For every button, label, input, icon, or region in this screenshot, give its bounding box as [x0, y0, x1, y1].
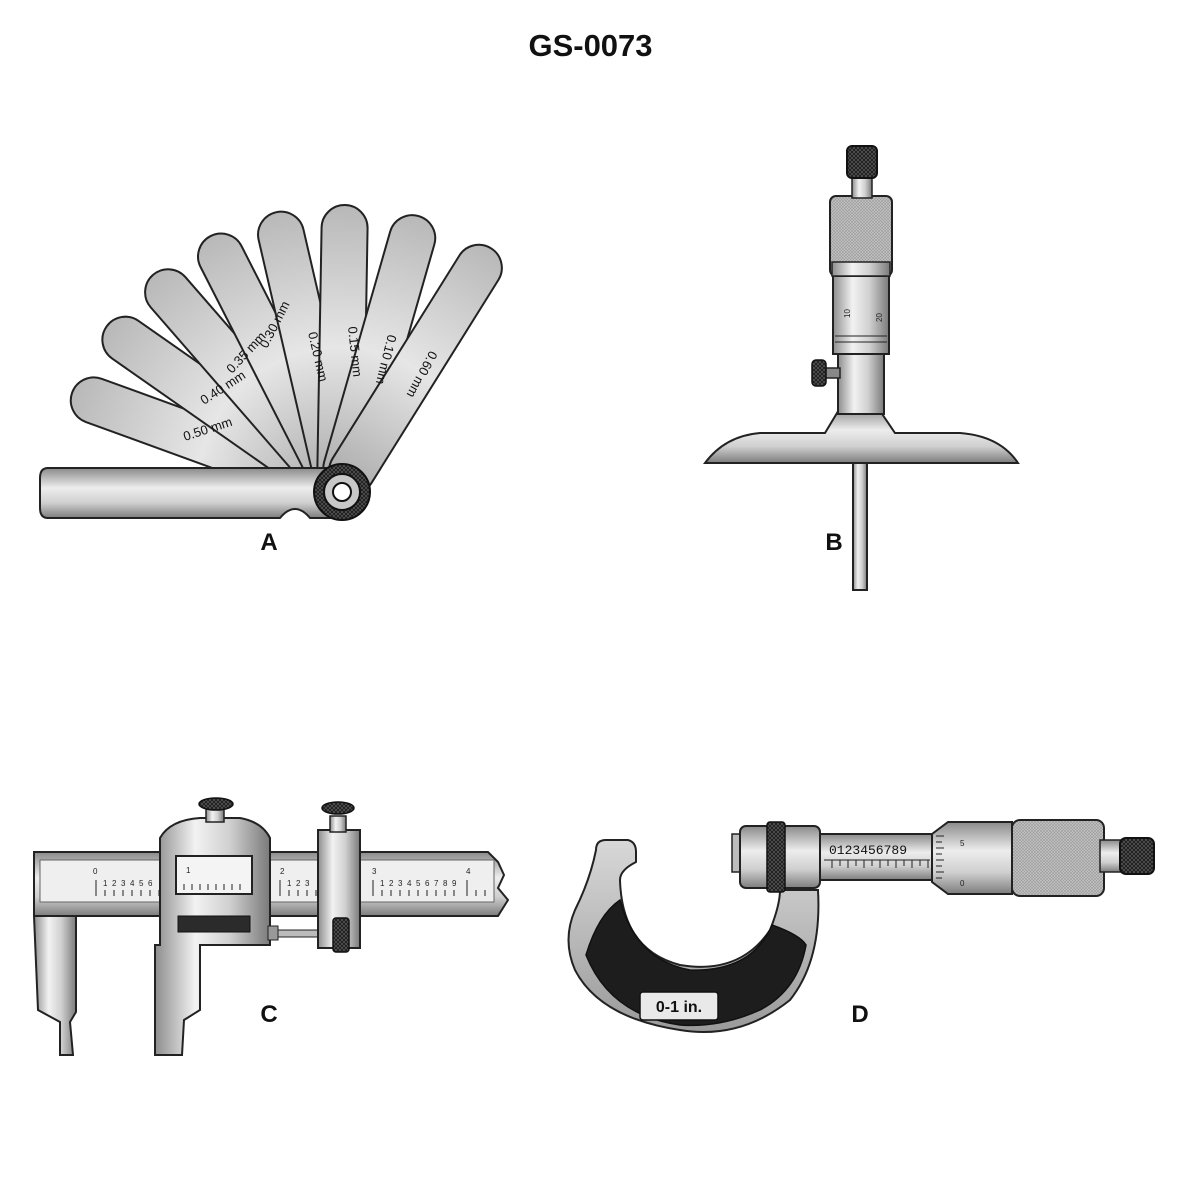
fine-adjust-wheel [332, 917, 350, 953]
feeler-gauge: 0.50 mm 0.40 mm 0.35 mm 0.30 mm 0.20 mm … [39, 204, 503, 556]
head-lock-knob [198, 797, 234, 811]
thimble-mark-0: 0 [960, 879, 965, 888]
svg-text:3: 3 [305, 879, 310, 888]
svg-text:2: 2 [296, 879, 301, 888]
frame-size-label: 0-1 in. [656, 999, 702, 1016]
thimble-mark-20: 20 [875, 313, 884, 322]
clamp-lock-knob [321, 801, 355, 815]
label-c: C [260, 1001, 277, 1028]
lock-ring [766, 821, 786, 893]
svg-text:2: 2 [389, 879, 394, 888]
svg-text:1: 1 [103, 879, 108, 888]
fixed-jaw [32, 915, 77, 1056]
svg-text:6: 6 [425, 879, 430, 888]
ratchet-knob [846, 145, 878, 179]
vernier-window [175, 855, 253, 895]
sliding-head [154, 817, 271, 1056]
svg-text:6: 6 [148, 879, 153, 888]
svg-text:1: 1 [380, 879, 385, 888]
thimble-knurl [1011, 819, 1105, 897]
minor-scale-digits: 1 2 3 4 5 6 1 2 3 1 2 3 4 5 6 7 8 9 [103, 879, 457, 888]
page-title: GS-0073 [528, 28, 653, 63]
vernier-slot [177, 915, 251, 933]
outside-micrometer: 0-1 in. 0123456789 5 0 D [567, 819, 1155, 1033]
main-scale-4: 4 [466, 867, 471, 876]
depth-rod [852, 459, 868, 591]
sleeve-scale: 0123456789 [829, 843, 907, 858]
depth-base [703, 407, 1020, 464]
frame-label-plate [639, 991, 719, 1021]
svg-text:1: 1 [287, 879, 292, 888]
label-b: B [825, 529, 842, 556]
svg-text:9: 9 [452, 879, 457, 888]
label-d: D [851, 1001, 868, 1028]
lock-screw-knob [811, 359, 827, 387]
svg-text:3: 3 [398, 879, 403, 888]
thimble-mark-5: 5 [960, 839, 965, 848]
svg-text:4: 4 [130, 879, 135, 888]
thimble-mark-10: 10 [843, 309, 852, 318]
micrometer-ratchet [1119, 837, 1155, 875]
vernier-caliper: 0 1 2 3 4 1 2 3 4 5 6 1 2 3 1 2 3 4 5 6 … [32, 797, 510, 1056]
depth-barrel [837, 351, 885, 415]
svg-text:4: 4 [407, 879, 412, 888]
feeler-gauge-handle [39, 467, 341, 519]
blade-label-015: 0.15 mm [345, 326, 365, 378]
svg-text:5: 5 [139, 879, 144, 888]
svg-text:8: 8 [443, 879, 448, 888]
svg-text:3: 3 [121, 879, 126, 888]
micrometer-sleeve [819, 833, 933, 881]
feeler-gauge-blades [69, 204, 503, 507]
micrometer-thimble [931, 821, 1013, 895]
main-scale-0: 0 [93, 867, 98, 876]
svg-text:5: 5 [416, 879, 421, 888]
depth-micrometer: 10 20 B [703, 145, 1020, 591]
svg-text:2: 2 [112, 879, 117, 888]
main-scale-3: 3 [372, 867, 377, 876]
depth-thimble [832, 273, 890, 355]
svg-text:1: 1 [186, 866, 191, 875]
label-a: A [260, 529, 277, 556]
main-scale-2: 2 [280, 867, 285, 876]
svg-text:7: 7 [434, 879, 439, 888]
